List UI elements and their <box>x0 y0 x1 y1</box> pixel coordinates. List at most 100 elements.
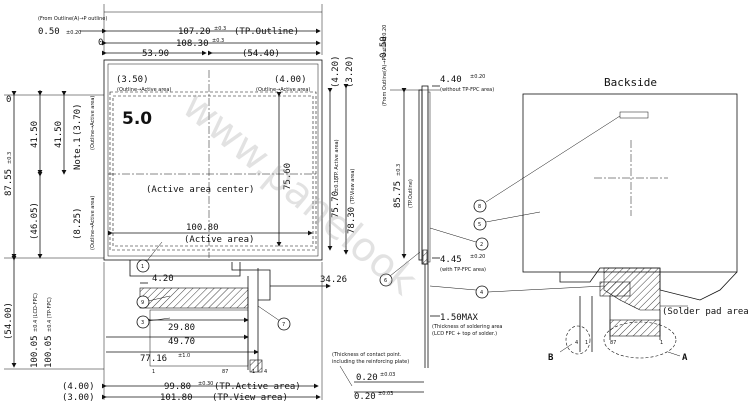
fpc-stiffener-top <box>139 287 249 309</box>
dim-75-70: 75.70 <box>331 191 341 218</box>
back-callout-5 <box>473 217 487 231</box>
dim-4-20-top: (4.20) <box>331 55 341 88</box>
outline-active-right: (Outline→Active area) <box>256 87 310 93</box>
back-pin-1b: 1 <box>660 340 663 346</box>
lcd-outline <box>103 59 323 261</box>
side-dim-0-20-a: 0.20 <box>356 373 378 383</box>
dim-101-80: 101.80 <box>160 393 193 403</box>
side-callout-2-label: 2 <box>480 242 483 248</box>
dim-87-55: 87.55 <box>4 169 14 196</box>
callout-1-label: 1 <box>141 264 144 270</box>
dim-107-20-note: (TP.Outline) <box>234 27 299 37</box>
dim-78-30-note: (TP.View area) <box>350 169 356 204</box>
dim-54-40: (54.40) <box>242 49 280 59</box>
active-area-label: (Active area) <box>184 235 254 245</box>
dim-4-00-top: (4.00) <box>274 75 307 85</box>
backside-connector <box>619 111 649 119</box>
dim-99-80-note: (TP.Active area) <box>214 382 301 392</box>
callout-1 <box>136 259 150 273</box>
side-dim-4-40-tol: ±0.20 <box>470 74 485 80</box>
side-dim-0-20-b-tol: ±0.03 <box>378 391 393 397</box>
side-view: (From Outline(A)→P outline) 0.50 ±0.20 8… <box>332 25 503 402</box>
contact-note2: including the reinforcing plate) <box>332 359 409 365</box>
dim-77-16: 77.16 <box>140 354 167 364</box>
outline-active-vert2: (Outline→Active area) <box>90 196 96 250</box>
front-view: (From Outline(A)→P outline) 0.50 ±0.20 0… <box>4 4 357 403</box>
pin-1a: 1 <box>152 369 155 375</box>
dim-107-20-tol: ±0.3 <box>214 26 226 32</box>
label-b: B <box>548 353 554 363</box>
dim-75-70-tol: ±0.15 <box>334 177 340 192</box>
side-callout-6 <box>379 273 393 287</box>
callout-3 <box>136 315 150 329</box>
dim-100-80: 100.80 <box>186 223 219 233</box>
dim-100-05-lcd: 100.05 <box>30 335 40 368</box>
dim-34-26: 34.26 <box>320 275 347 285</box>
dim-75-70-note: (TP. Active area) <box>334 139 340 180</box>
side-dim-85-75: 85.75 <box>393 181 403 208</box>
side-callout-4-label: 4 <box>480 290 483 296</box>
callout-9 <box>136 295 150 309</box>
dim-100-05-tp: 100.05 <box>44 335 54 368</box>
dim-100-05-tp-note: ±0.4 (TP-FPC) <box>47 297 53 332</box>
note1: Note.1 <box>73 137 83 170</box>
side-callout-2 <box>475 237 489 251</box>
side-dim-0-50: 0.50 <box>379 36 389 58</box>
side-outline-note: (From Outline(A)→P outline) <box>382 37 388 106</box>
label-a: A <box>682 353 688 363</box>
dim-108-30: 108.30 <box>176 39 209 49</box>
side-dim-85-75-note: (TP.Outline) <box>408 179 414 208</box>
dim-4-20: 4.20 <box>152 274 174 284</box>
backside-outline <box>522 93 738 273</box>
pin-87: 87 <box>222 369 228 375</box>
outline-active-vert: (Outline→Active area) <box>90 96 96 150</box>
side-dim-0-50-tol: ±0.20 <box>382 25 388 40</box>
back-pin-1: 1 <box>585 340 588 346</box>
dim-77-16-tol: ±1.0 <box>178 353 190 359</box>
front-origin-mark: 0 <box>6 95 11 105</box>
active-center: (Active area center) <box>146 185 254 195</box>
pin-4: 4 <box>264 369 267 375</box>
dim-75-60: 75.60 <box>283 163 293 190</box>
back-pin-4: 4 <box>575 340 578 346</box>
side-dim-4-45-note: (with TP-FPC area) <box>440 267 486 273</box>
side-dim-4-45: 4.45 <box>440 255 462 265</box>
side-dim-4-40-note: (without TP-FPC area) <box>440 87 494 93</box>
dim-0-50: 0.50 <box>38 27 60 37</box>
back-callout-8 <box>473 199 487 213</box>
side-dim-1-50: 1.50MAX <box>440 313 479 323</box>
back-callout-5-label: 5 <box>478 222 481 228</box>
callout-3-label: 3 <box>141 320 144 326</box>
dim-0-50-tol: ±0.20 <box>66 30 81 36</box>
side-dim-0-20-a-tol: ±0.03 <box>380 372 395 378</box>
solder-pad-label: (Solder pad area) <box>662 307 750 317</box>
side-dim-4-45-tol: ±0.20 <box>470 254 485 260</box>
dim-108-30-tol: ±0.3 <box>212 38 224 44</box>
side-callout-6-label: 6 <box>384 278 387 284</box>
pin-1b: 1 <box>252 369 255 375</box>
contact-note1: (Thickness of contact point. <box>332 352 402 358</box>
dim-3-70: (3.70) <box>73 103 83 136</box>
back-view: Backside (Solder pad area) 4 1 87 1 B A … <box>473 76 750 363</box>
side-dim-85-75-tol: ±0.3 <box>396 164 402 176</box>
side-dim-0-20-b: 0.20 <box>354 392 376 402</box>
callout-7-label: 7 <box>282 322 285 328</box>
dim-53-90: 53.90 <box>142 49 169 59</box>
callout-9-label: 9 <box>141 300 144 306</box>
side-dim-4-40: 4.40 <box>440 75 462 85</box>
dim-3-00: (3.00) <box>62 393 95 403</box>
side-tp-glass <box>418 89 423 261</box>
dim-29-80: 29.80 <box>168 323 195 333</box>
dim-41-50: 41.50 <box>30 121 40 148</box>
dim-3-50: (3.50) <box>116 75 149 85</box>
dim-8-25: (8.25) <box>73 207 83 240</box>
origin-mark: 0 <box>98 38 103 48</box>
side-dim-1-50-note1: (Thickness of soldering area <box>432 324 503 330</box>
dim-78-30: 78.30 <box>347 207 357 234</box>
back-pin-87: 87 <box>610 340 616 346</box>
side-lcd-body <box>421 85 429 265</box>
outline-active-left: (Outline→Active area) <box>117 87 171 93</box>
dim-99-80: 99.80 <box>164 382 191 392</box>
detail-b-circle <box>565 325 591 355</box>
